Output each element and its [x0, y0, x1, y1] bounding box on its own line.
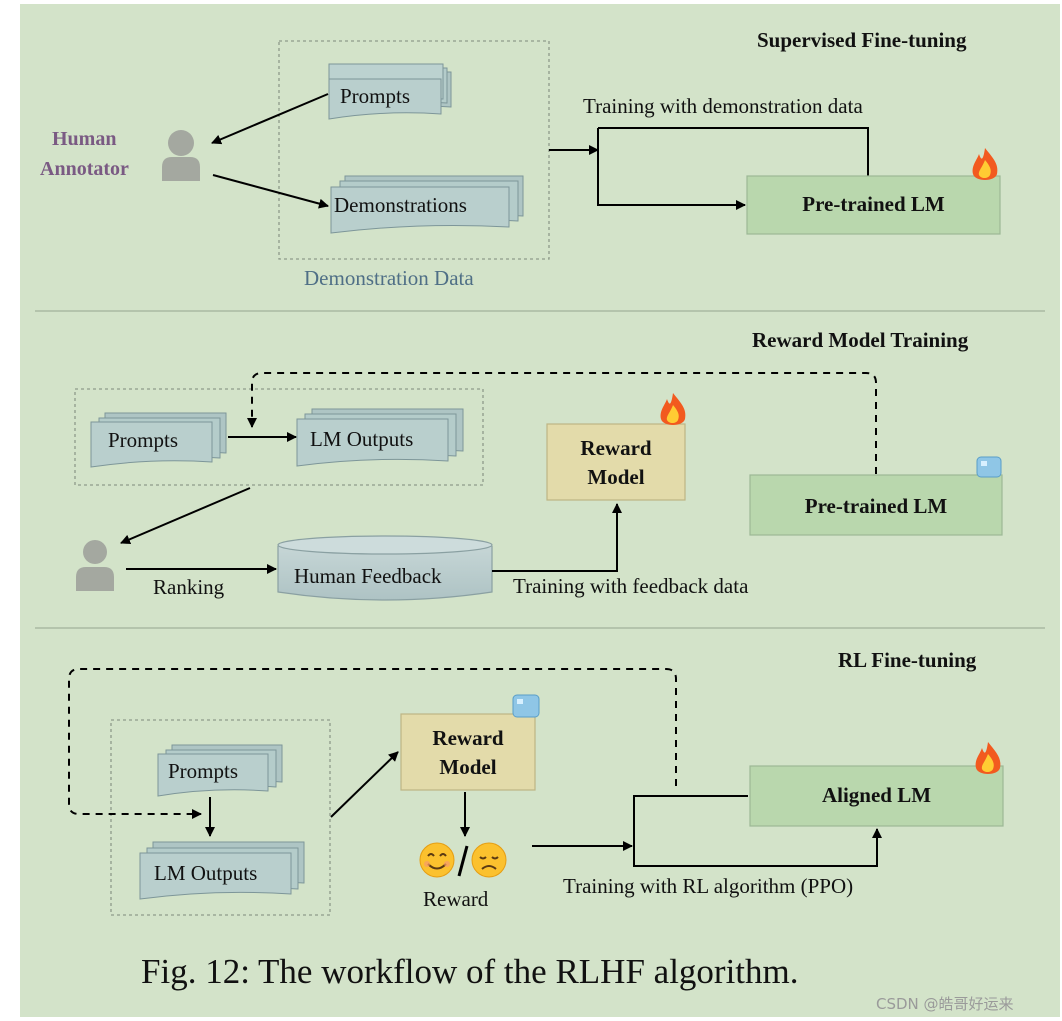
- reward-label: Reward: [423, 887, 489, 911]
- figure-caption: Fig. 12: The workflow of the RLHF algori…: [141, 952, 799, 991]
- lm-outputs-document-stack: [296, 408, 464, 467]
- person-icon: [162, 130, 200, 181]
- reward-model-label-line1: Reward: [432, 726, 504, 750]
- training-loop-line: [598, 127, 869, 176]
- demonstrations-label: Demonstrations: [334, 193, 467, 217]
- reward-model-label-line2: Model: [439, 755, 497, 779]
- pretrained-lm-label: Pre-trained LM: [804, 494, 948, 518]
- frozen-model-dashed-arrow: [247, 372, 877, 474]
- person-icon: [76, 540, 114, 591]
- training-feedback-edge-label: Training with feedback data: [513, 574, 749, 598]
- prompt-output-group: [110, 719, 331, 916]
- pretrained-lm-box: [746, 175, 1001, 235]
- section-title-reward: Reward Model Training: [752, 328, 969, 352]
- section-title-supervised: Supervised Fine-tuning: [757, 28, 967, 52]
- prompts-document-stack: [157, 744, 283, 797]
- lm-outputs-label: LM Outputs: [310, 427, 414, 451]
- reward-model-box: [546, 423, 686, 501]
- ranking-label: Ranking: [153, 575, 225, 599]
- training-rl-edge-label: Training with RL algorithm (PPO): [563, 874, 854, 898]
- human-feedback-database: [277, 535, 493, 601]
- aligned-lm-dashed-arrow: [68, 668, 677, 819]
- lm-outputs-label: LM Outputs: [154, 861, 258, 885]
- training-demo-edge-label: Training with demonstration data: [583, 94, 863, 118]
- fire-icon: [975, 742, 1001, 774]
- demonstration-data-label: Demonstration Data: [304, 266, 474, 290]
- human-feedback-label: Human Feedback: [294, 564, 442, 588]
- annotator-label-line2: Annotator: [40, 158, 129, 180]
- pretrained-lm-box-frozen: [749, 474, 1003, 536]
- reward-model-label-line1: Reward: [580, 436, 652, 460]
- reward-model-label-line2: Model: [587, 465, 645, 489]
- ice-cube-icon: [512, 694, 540, 718]
- outputs-to-reward-arrow: [330, 751, 399, 818]
- reward-model-box-frozen: [400, 713, 536, 791]
- prompts-document-stack: [90, 412, 227, 468]
- aligned-lm-box: [749, 765, 1004, 827]
- smiling-face-icon: [419, 842, 455, 878]
- ice-cube-icon: [976, 456, 1002, 478]
- outputs-to-person-arrow: [120, 487, 251, 545]
- feedback-to-reward-arrow: [492, 503, 622, 572]
- prompts-document-front: [328, 78, 442, 120]
- prompt-output-group: [74, 388, 484, 486]
- prompts-label: Prompts: [108, 428, 179, 452]
- training-loop-arrow: [597, 128, 746, 210]
- section-title-rl: RL Fine-tuning: [838, 648, 977, 672]
- demonstrations-document-stack: [330, 175, 524, 234]
- annotator-to-demonstrations-arrow: [212, 174, 329, 209]
- disappointed-face-icon: [471, 842, 507, 878]
- slash-divider: [457, 845, 469, 877]
- fire-icon: [972, 148, 998, 180]
- fire-icon: [660, 393, 686, 425]
- aligned-lm-label: Aligned LM: [821, 783, 932, 807]
- pretrained-lm-label: Pre-trained LM: [802, 192, 945, 216]
- lm-outputs-document-stack: [139, 841, 305, 900]
- prompts-label: Prompts: [168, 759, 239, 783]
- annotator-label-line1: Human: [52, 128, 117, 150]
- watermark: CSDN @皓哥好运来: [876, 995, 1014, 1013]
- rl-training-loop-arrow: [633, 795, 882, 867]
- prompts-to-annotator-arrow: [211, 93, 329, 145]
- prompts-label: Prompts: [340, 84, 411, 108]
